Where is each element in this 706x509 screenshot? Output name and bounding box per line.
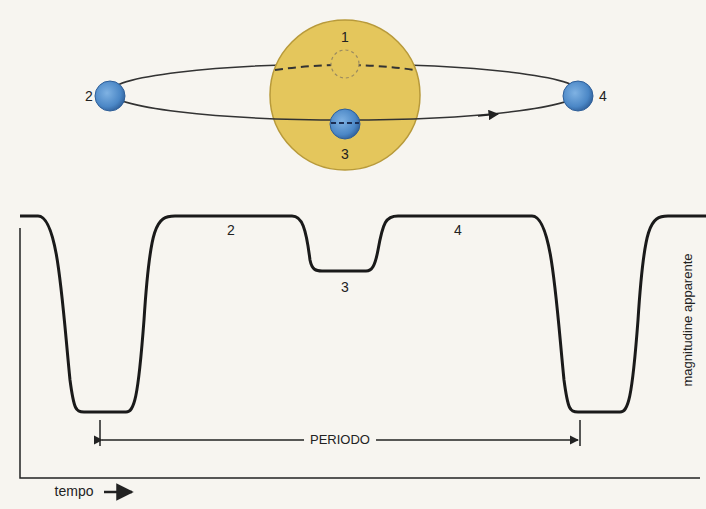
companion-hidden xyxy=(331,50,359,78)
position-number: 4 xyxy=(599,89,607,104)
axis-label: magnitudine apparente xyxy=(681,254,695,387)
primary-star xyxy=(270,20,420,170)
axis-label: tempo xyxy=(55,484,94,499)
orbit-on-companion xyxy=(331,122,359,124)
curve-position-number: 2 xyxy=(227,223,235,238)
position-number: 1 xyxy=(341,30,349,45)
position-number: 3 xyxy=(341,147,349,162)
orbit-arrow xyxy=(478,114,498,116)
period-label: PERIODO xyxy=(304,433,376,447)
companion-front xyxy=(330,109,360,139)
companion-right xyxy=(563,81,593,111)
light-curve xyxy=(20,216,706,412)
chart-frame xyxy=(20,228,700,478)
companion-left xyxy=(95,81,125,111)
time-arrow xyxy=(104,491,132,494)
curve-position-number: 3 xyxy=(341,280,349,295)
curve-position-number: 4 xyxy=(454,223,462,238)
position-number: 2 xyxy=(85,89,93,104)
